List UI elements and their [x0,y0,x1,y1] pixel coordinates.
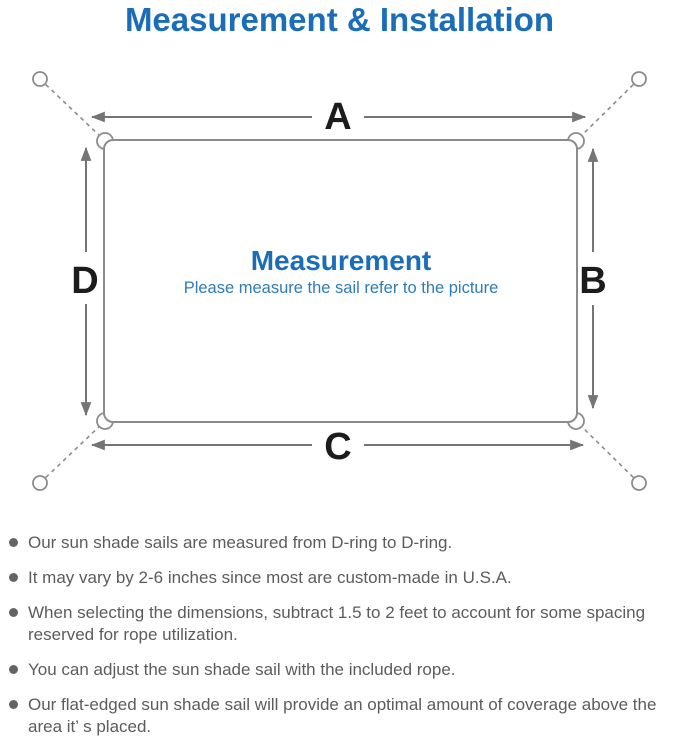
note-item: You can adjust the sun shade sail with t… [9,659,673,681]
note-text: Our sun shade sails are measured from D-… [28,533,453,552]
bullet-dot-icon [9,700,18,709]
diagram-heading: Measurement [251,245,432,276]
dimension-label-c: C [324,426,351,468]
bullet-dot-icon [9,538,18,547]
anchor-point-icon-top-right [631,71,647,87]
dimension-label-b: B [579,260,606,302]
bullet-dot-icon [9,573,18,582]
note-text: When selecting the dimensions, subtract … [28,603,646,644]
rope-dashed-line-bottom-right [577,422,640,484]
note-item: It may vary by 2-6 inches since most are… [9,567,673,589]
dimension-label-a: A [324,96,351,138]
bullet-dot-icon [9,665,18,674]
note-text: Our flat-edged sun shade sail will provi… [28,695,657,736]
notes-list: Our sun shade sails are measured from D-… [9,532,673,739]
note-text: You can adjust the sun shade sail with t… [28,660,456,679]
note-item: When selecting the dimensions, subtract … [9,602,673,646]
note-item: Our sun shade sails are measured from D-… [9,532,673,554]
rope-dashed-line-bottom-left [39,422,104,484]
bullet-dot-icon [9,608,18,617]
note-text: It may vary by 2-6 inches since most are… [28,568,512,587]
page-title: Measurement & Installation [124,1,555,38]
anchor-point-icon-bottom-left [32,475,48,491]
anchor-point-icon-top-left [32,71,48,87]
sail-rectangle [103,139,578,423]
diagram-subheading: Please measure the sail refer to the pic… [184,279,499,297]
note-item: Our flat-edged sun shade sail will provi… [9,694,673,738]
rope-dashed-line-top-left [39,78,104,140]
anchor-point-icon-bottom-right [631,475,647,491]
measurement-diagram: A C D B Measurement Please measure the s… [32,71,647,491]
rope-dashed-line-top-right [577,78,640,140]
dimension-label-d: D [71,260,98,302]
